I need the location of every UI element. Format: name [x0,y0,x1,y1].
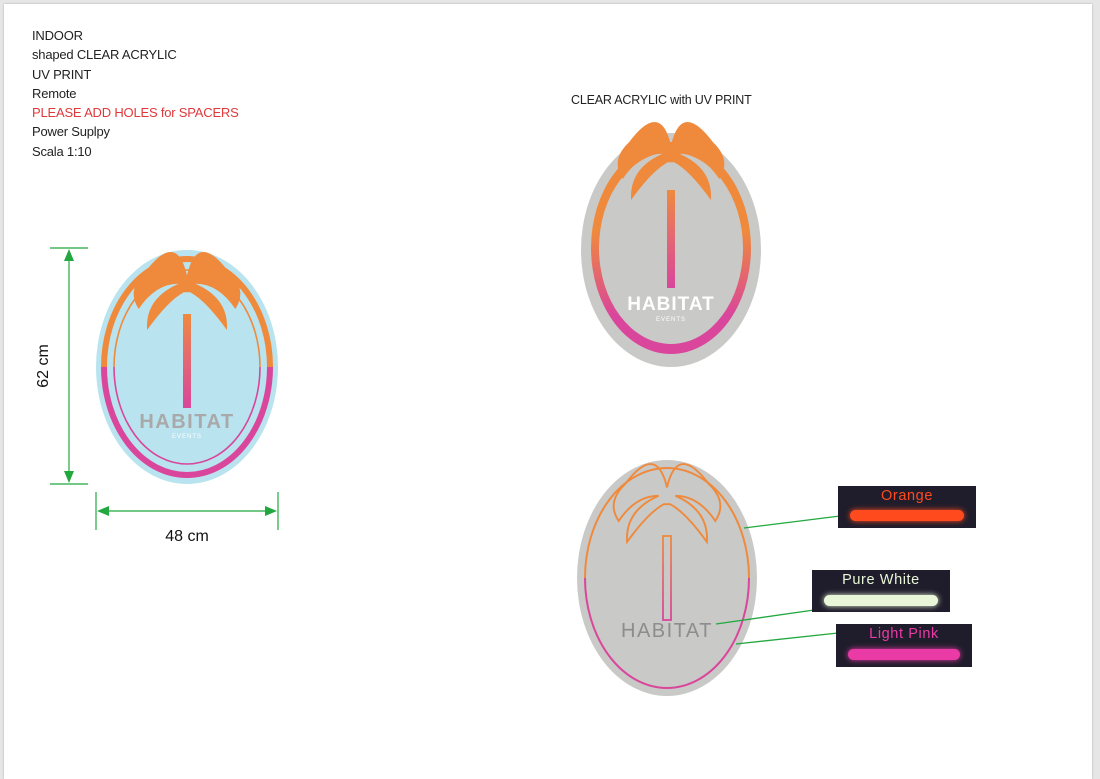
sign-sub-text: EVENTS [172,434,202,440]
swatch-orange-label: Orange [881,488,933,504]
neon-layout: HABITAT [577,460,757,696]
uv-print-preview: HABITAT EVENTS [581,122,761,367]
spec-notes: INDOOR shaped CLEAR ACRYLIC UV PRINT Rem… [32,26,239,161]
swatch-orange-bar [850,510,964,521]
preview-title: CLEAR ACRYLIC with UV PRINT [571,93,752,107]
spec-scale: Scala 1:10 [32,143,92,159]
preview-sub-text: EVENTS [656,317,686,323]
swatch-orange: Orange [838,486,976,528]
leader-lines [715,515,841,645]
spec-power: Power Suplpy [32,124,110,140]
neon-ring [584,467,750,689]
spec-print: UV PRINT [32,66,92,82]
spec-indoor: INDOOR [32,28,83,43]
width-dimension [95,492,279,530]
sign-brand-text: HABITAT [139,411,234,433]
sign-outer-ring [101,256,273,478]
main-sign: HABITAT EVENTS [96,250,278,484]
height-dimension [50,247,88,485]
swatch-light-pink-bar [848,649,960,660]
swatch-light-pink-label: Light Pink [869,626,939,642]
preview-brand-text: HABITAT [627,294,715,315]
neon-backplate [577,460,757,696]
sign-palm-icon [133,252,241,408]
height-label: 62 cm [35,344,52,388]
width-label: 48 cm [165,528,209,545]
swatch-pure-white: Pure White [812,570,950,612]
artwork: HABITAT EVENTS 62 cm 48 cm [35,122,841,696]
preview-palm-icon [617,122,725,288]
drawing-sheet: INDOOR shaped CLEAR ACRYLIC UV PRINT Rem… [4,4,1092,779]
spec-remote: Remote [32,85,77,101]
sign-inner-ring [113,269,261,465]
neon-palm-outline [612,463,722,621]
swatch-pure-white-bar [824,595,938,606]
spec-material: shaped CLEAR ACRYLIC [32,47,177,63]
neon-brand-text: HABITAT [621,620,713,642]
swatch-pure-white-label: Pure White [842,572,920,588]
swatch-light-pink: Light Pink [836,624,972,667]
spec-holes-note: PLEASE ADD HOLES for SPACERS [32,105,239,121]
